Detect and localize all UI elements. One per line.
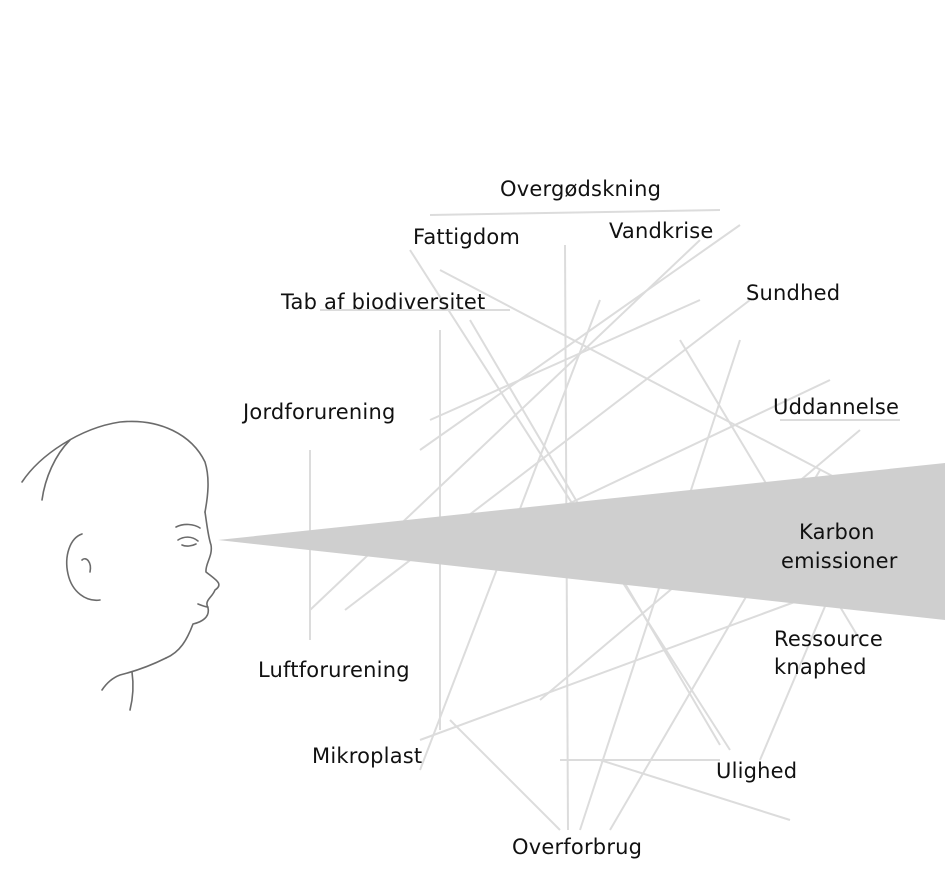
web-line	[419, 224, 741, 451]
web-line	[419, 599, 801, 741]
view-cone	[218, 463, 945, 620]
label-ulighed: Ulighed	[716, 759, 798, 783]
mouth	[197, 603, 209, 608]
ear	[66, 533, 101, 601]
label-vandkrise: Vandkrise	[609, 219, 714, 243]
label-overgodskning: Overgødskning	[500, 177, 662, 201]
label-jordforurening: Jordforurening	[243, 400, 396, 424]
label-tab-af-biodiversitet: Tab af biodiversitet	[281, 290, 486, 314]
label-overforbrug: Overforbrug	[512, 835, 643, 859]
label-karbon-emissioner-line1: Karbon	[799, 520, 875, 544]
jaw-line	[101, 657, 167, 691]
web-line	[439, 269, 841, 481]
web-line	[409, 249, 731, 751]
label-ressource-knaphed-line1: Ressource	[774, 627, 884, 651]
hair-back	[41, 439, 71, 501]
label-fattigdom: Fattigdom	[413, 225, 521, 249]
label-karbon-emissioner-line2: emissioner	[781, 549, 898, 573]
web-line	[429, 209, 721, 216]
hair-outline	[21, 420, 209, 513]
label-luftforurening: Luftforurening	[258, 658, 410, 682]
web-line	[599, 759, 791, 821]
eye	[177, 536, 199, 547]
neck-line	[129, 671, 134, 711]
label-ressource-knaphed-line2: knaphed	[774, 655, 867, 679]
web-line	[449, 719, 561, 831]
label-uddannelse: Uddannelse	[773, 395, 900, 419]
eyebrow	[175, 523, 201, 529]
label-mikroplast: Mikroplast	[312, 744, 423, 768]
label-sundhed: Sundhed	[746, 281, 841, 305]
person-head-illustration	[21, 420, 220, 711]
web-line	[429, 299, 701, 421]
face-profile	[165, 511, 220, 659]
